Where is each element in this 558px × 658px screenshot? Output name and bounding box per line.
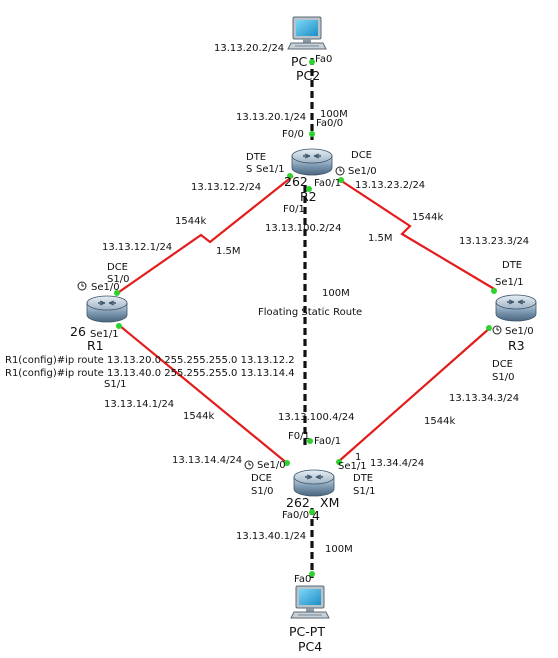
r4-fa01-port-label: Fa0/1 [314,436,341,447]
r2-se11-port-label: Se1/1 [256,164,285,175]
link-r2-r4-name: Floating Static Route [258,307,362,318]
link-r2-r3[interactable] [339,179,497,291]
clock-icon [244,460,254,470]
port-dot [309,571,315,577]
r2-se10-port-label: Se1/0 [348,166,377,177]
r4-dte-label: DTE [353,473,373,484]
r4-se11-port-label: Se1/1 [338,461,367,472]
port-dot [486,325,492,331]
r3-se11-ip-label: 13.13.23.3/24 [459,236,529,247]
r1-name-label: R1 [87,338,104,353]
clock-icon [335,166,345,176]
r3-dte-label: DTE [502,260,522,271]
link-r2-r3-rate: 1.5M [368,233,393,244]
pc4-model-label: PC-PT [289,624,325,639]
link-r3-r4[interactable] [337,326,492,463]
pc2-name-label: PC2 [296,68,320,83]
r1-se10-port-label: Se1/0 [91,282,120,293]
r2-name-label: R2 [300,189,317,204]
port-dot [114,290,120,296]
r2-fa01-ip-label: 13.13.100.2/24 [265,223,342,234]
router-r1[interactable] [86,295,128,323]
router-r3[interactable] [495,294,537,322]
port-dot [287,173,293,179]
pc4-name-label: PC4 [298,639,322,654]
port-dot [309,509,315,515]
port-dot [491,288,497,294]
r2-dce-label: DCE [351,150,372,161]
r4-model-label: 262 [286,495,310,510]
link-r1-r4[interactable] [119,325,289,465]
r4-name-frag-label: 4 [312,508,320,523]
link-r2-r3-bw: 1544k [412,212,443,223]
link-r1-r4-bw: 1544k [183,411,214,422]
r2-fa00-port-label: Fa0/0 [316,118,343,129]
link-r3-r4-bw: 1544k [424,416,455,427]
port-dot [309,131,315,137]
r2-fa01-port-label: Fa0/1 [314,178,341,189]
r4-se10-port-label: Se1/0 [257,460,286,471]
link-r1-r2[interactable] [118,175,294,293]
r3-name-label: R3 [508,338,525,353]
r1-route-command-2: R1(config)#ip route 13.13.40.0 255.255.2… [5,368,295,379]
r1-s10-label: S1/0 [107,274,129,285]
port-dot [338,177,344,183]
pc2-model-label: PC [291,54,308,69]
r1-se11-port-label: Se1/1 [90,329,119,340]
r4-f01-port-label: F0/1 [288,431,310,442]
r1-se11-ip-label: 13.13.14.1/24 [104,399,174,410]
r3-s10-label: S1/0 [492,372,514,383]
r1-s11-label: S1/1 [104,379,126,390]
link-r2-r4-speed: 100M [322,288,350,299]
r4-fa00-port-label: Fa0/0 [282,510,309,521]
r2-se11-ip-label: 13.13.12.2/24 [191,182,261,193]
port-dot [116,323,122,329]
r2-f00-port-label: F0/0 [282,129,304,140]
r4-se11-frag-label: 1 [355,452,361,463]
r2-dte-label: DTE [246,152,266,163]
pc2-device[interactable] [287,16,327,50]
link-r1-r2-bw: 1544k [175,216,206,227]
r3-se10-port-label: Se1/0 [505,326,534,337]
r1-se10-ip-label: 13.13.12.1/24 [102,242,172,253]
r4-fa01-ip-label: 13.13.100.4/24 [278,412,355,423]
link-r4-pc4-speed: 100M [325,544,353,555]
r4-dce-label: DCE [251,473,272,484]
router-r4[interactable] [293,469,335,497]
port-dot [309,59,315,65]
r4-s10-label: S1/0 [251,486,273,497]
pc4-device[interactable] [290,585,330,619]
port-dot [307,438,313,444]
r4-fa00-ip-label: 13.13.40.1/24 [236,531,306,542]
r1-dce-label: DCE [107,262,128,273]
r4-model-suffix-label: XM [320,495,339,510]
r1-route-command-1: R1(config)#ip route 13.13.20.0 255.255.2… [5,355,295,366]
r2-fa00-ip-label: 13.13.20.1/24 [236,112,306,123]
r3-se11-port-label: Se1/1 [495,277,524,288]
r2-model-label: 262 [284,174,308,189]
r3-se10-ip-label: 13.13.34.3/24 [449,393,519,404]
port-dot [284,460,290,466]
clock-icon [492,325,502,335]
router-r2[interactable] [291,148,333,176]
r4-s11-label: S1/1 [353,486,375,497]
pc4-port-label: Fa0 [294,574,311,585]
port-dot [306,186,312,192]
r3-dce-label: DCE [492,359,513,370]
port-dot [336,459,342,465]
link-pc2-r2-speed: 100M [320,109,348,120]
r2-se10-ip-label: 13.13.23.2/24 [355,180,425,191]
link-r1-r2-rate: 1.5M [216,246,241,257]
r4-se11-ip-label: 13.34.4/24 [370,458,424,469]
port-status-dots [114,59,497,577]
r2-f01-port-label: F0/1 [283,204,305,215]
r2-dte-frag-label: S [246,164,252,175]
pc2-port-label: Fa0 [315,54,332,65]
clock-icon [77,281,87,291]
r1-model-label: 26 [70,324,86,339]
r4-se10-ip-label: 13.13.14.4/24 [172,455,242,466]
pc2-ip-label: 13.13.20.2/24 [214,43,284,54]
